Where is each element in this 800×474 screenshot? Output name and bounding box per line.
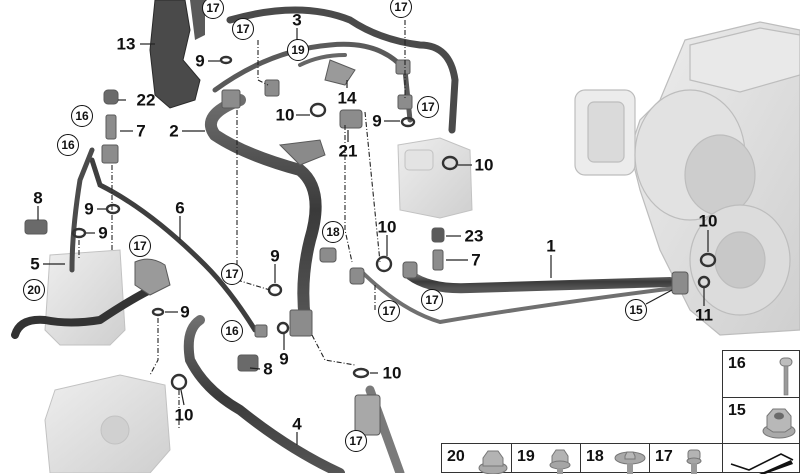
callout-8[interactable]: 8 xyxy=(263,359,273,379)
callout-17[interactable]: 17 xyxy=(202,0,224,19)
legend-label: 19 xyxy=(517,448,535,465)
hex-flange-nut-icon xyxy=(478,450,508,474)
callout-10[interactable]: 10 xyxy=(377,217,397,237)
callout-19[interactable]: 19 xyxy=(287,39,309,61)
callout-11[interactable]: 11 xyxy=(695,305,713,325)
sealant-tube-icon xyxy=(730,453,794,474)
callout-22[interactable]: 22 xyxy=(136,90,156,110)
callout-7[interactable]: 7 xyxy=(471,250,481,270)
bracket-13 xyxy=(149,0,205,109)
refrigerant-hoses xyxy=(11,6,677,473)
callout-9[interactable]: 9 xyxy=(180,302,190,322)
legend-label: 18 xyxy=(586,448,604,465)
hex-bolt-icon xyxy=(549,449,571,474)
legend-item-17[interactable]: 17 xyxy=(649,443,723,474)
legend-item-15[interactable]: 15 xyxy=(722,397,800,444)
callout-17[interactable]: 17 xyxy=(417,96,439,118)
callout-17[interactable]: 17 xyxy=(421,289,443,311)
callout-20[interactable]: 20 xyxy=(23,279,45,301)
callout-15[interactable]: 15 xyxy=(625,299,647,321)
legend-label: 15 xyxy=(728,402,746,419)
o-rings xyxy=(71,55,717,391)
callout-1[interactable]: 1 xyxy=(546,236,556,256)
socket-bolt-icon xyxy=(686,449,702,474)
callout-16[interactable]: 16 xyxy=(71,105,93,127)
callout-17[interactable]: 17 xyxy=(232,18,254,40)
legend-item-16[interactable]: 16 xyxy=(722,350,800,398)
callout-14[interactable]: 14 xyxy=(337,88,357,108)
callout-9[interactable]: 9 xyxy=(279,349,289,369)
callout-3[interactable]: 3 xyxy=(292,10,302,30)
callout-8[interactable]: 8 xyxy=(33,188,43,208)
callout-17[interactable]: 17 xyxy=(345,430,367,452)
callout-10[interactable]: 10 xyxy=(382,363,402,383)
callout-21[interactable]: 21 xyxy=(338,141,358,161)
callout-9[interactable]: 9 xyxy=(270,246,280,266)
callout-9[interactable]: 9 xyxy=(195,51,205,71)
callout-9[interactable]: 9 xyxy=(84,199,94,219)
legend-item-20[interactable]: 20 xyxy=(441,443,512,474)
callout-4[interactable]: 4 xyxy=(292,414,302,434)
callout-10[interactable]: 10 xyxy=(174,405,194,425)
compressor-component xyxy=(44,374,171,473)
callout-17[interactable]: 17 xyxy=(221,263,243,285)
callout-6[interactable]: 6 xyxy=(175,198,185,218)
torx-bolt-icon xyxy=(779,357,793,396)
washer-bolt-icon xyxy=(614,451,646,474)
fittings xyxy=(24,59,689,436)
callout-5[interactable]: 5 xyxy=(30,254,40,274)
callout-18[interactable]: 18 xyxy=(322,221,344,243)
callout-9[interactable]: 9 xyxy=(372,111,382,131)
legend-label: 17 xyxy=(655,448,673,465)
callout-23[interactable]: 23 xyxy=(464,226,484,246)
hvac-housing xyxy=(574,21,800,336)
callout-2[interactable]: 2 xyxy=(169,121,179,141)
callout-17[interactable]: 17 xyxy=(129,235,151,257)
callout-17[interactable]: 17 xyxy=(390,0,412,18)
legend-item-18[interactable]: 18 xyxy=(580,443,650,474)
flange-nut-icon xyxy=(762,408,796,439)
callout-10[interactable]: 10 xyxy=(698,211,718,231)
callout-7[interactable]: 7 xyxy=(136,121,146,141)
legend-item-19[interactable]: 19 xyxy=(511,443,581,474)
legend-item-sealant[interactable] xyxy=(722,443,800,474)
callout-17[interactable]: 17 xyxy=(378,300,400,322)
callout-10[interactable]: 10 xyxy=(474,155,494,175)
callout-16[interactable]: 16 xyxy=(57,134,79,156)
callout-10[interactable]: 10 xyxy=(275,105,295,125)
legend-label: 16 xyxy=(728,355,746,372)
expansion-valve-component xyxy=(397,137,473,219)
callout-13[interactable]: 13 xyxy=(116,34,136,54)
legend-label: 20 xyxy=(447,448,465,465)
callout-leaders xyxy=(37,28,709,445)
callout-9[interactable]: 9 xyxy=(98,223,108,243)
callout-16[interactable]: 16 xyxy=(221,320,243,342)
